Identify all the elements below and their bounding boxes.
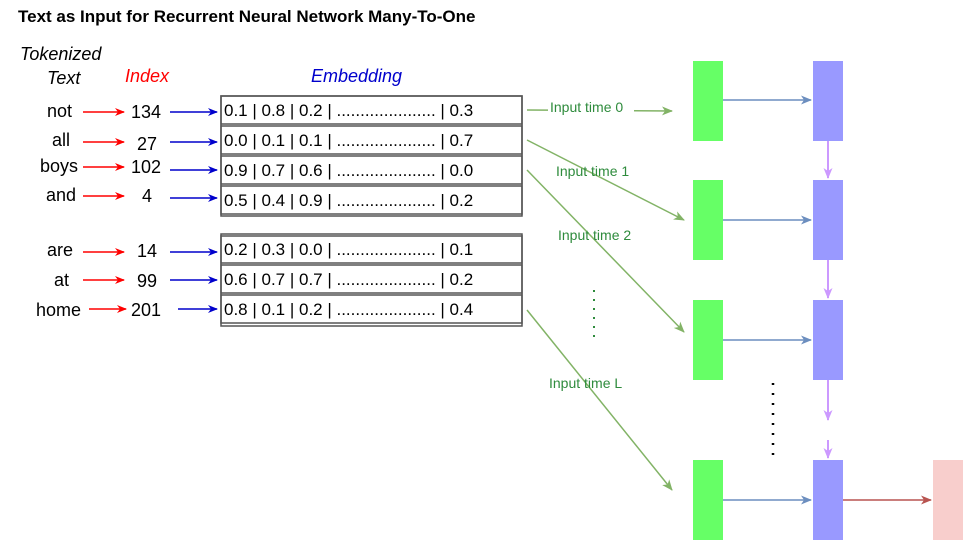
embedding-vector: 0.2 | 0.3 | 0.0 | ..................... … — [224, 240, 473, 259]
embedding-row — [220, 155, 523, 185]
embedding-vector: 0.5 | 0.4 | 0.9 | ..................... … — [224, 191, 473, 210]
hidden-node-0 — [813, 61, 843, 141]
input-label-backing — [548, 99, 634, 116]
token-index: 99 — [137, 271, 157, 291]
input-arrow-time-l — [526, 309, 673, 491]
input-arrow-time-1 — [526, 139, 685, 221]
input-label-time-l: Input time L — [549, 375, 622, 391]
token-index: 27 — [137, 134, 157, 154]
embedding-group-2 — [220, 233, 523, 327]
hidden-node-l — [813, 460, 843, 540]
embedding-vector: 0.0 | 0.1 | 0.1 | ..................... … — [224, 131, 473, 150]
embedding-row — [220, 95, 523, 125]
embedding-row — [220, 264, 523, 294]
token-word: and — [46, 185, 76, 205]
input-label-time-0: Input time 0 — [550, 99, 623, 115]
input-arrow-time-2 — [526, 169, 685, 333]
embedding-vector: 0.6 | 0.7 | 0.7 | ..................... … — [224, 270, 473, 289]
input-node-l — [693, 460, 723, 540]
input-node-1 — [693, 180, 723, 260]
token-index: 14 — [137, 241, 157, 261]
token-index: 102 — [131, 157, 161, 177]
embedding-vector: 0.9 | 0.7 | 0.6 | ..................... … — [224, 161, 473, 180]
output-node — [933, 460, 963, 540]
token-word: are — [47, 240, 73, 260]
embedding-vector: 0.8 | 0.1 | 0.2 | ..................... … — [224, 300, 473, 319]
embedding-row — [220, 294, 523, 324]
hidden-node-1 — [813, 180, 843, 260]
token-word: home — [36, 300, 81, 320]
embedding-row — [220, 235, 523, 264]
tokenized-header: Tokenized — [20, 44, 102, 64]
token-index: 201 — [131, 300, 161, 320]
token-index: 134 — [131, 102, 161, 122]
token-word: boys — [40, 156, 78, 176]
embedding-row — [220, 125, 523, 155]
input-label-time-1: Input time 1 — [556, 163, 629, 179]
embedding-vector: 0.1 | 0.8 | 0.2 | ..................... … — [224, 101, 473, 120]
embedding-row — [220, 185, 523, 215]
embedding-header: Embedding — [311, 66, 402, 86]
token-word: all — [52, 130, 70, 150]
hidden-node-2 — [813, 300, 843, 380]
input-label-time-2: Input time 2 — [558, 227, 631, 243]
input-node-2 — [693, 300, 723, 380]
text-header: Text — [47, 68, 81, 88]
token-word: not — [47, 101, 72, 121]
token-word: at — [54, 270, 69, 290]
token-index: 4 — [142, 186, 152, 206]
index-header: Index — [125, 66, 170, 86]
input-node-0 — [693, 61, 723, 141]
diagram-title: Text as Input for Recurrent Neural Netwo… — [18, 7, 476, 26]
